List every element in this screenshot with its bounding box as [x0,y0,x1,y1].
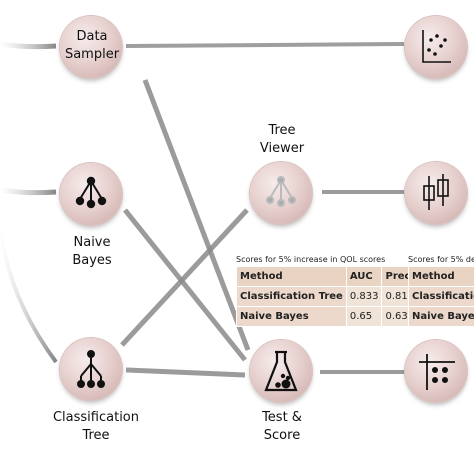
naive-bayes-node[interactable] [60,163,122,225]
row-method: Naive Bayes [237,307,346,326]
scatter-plot-icon [422,30,451,63]
scores-panel-qol-increase: Scores for 5% increase in QOL scores Met… [236,254,441,327]
row-auc: 0.833 [346,287,382,306]
link-data-sampler-test-score [142,79,251,351]
row-method: Naive Bayes [409,307,474,326]
classification-tree-label: Classification Tree [52,410,140,443]
row-auc: 0.65 [346,307,382,326]
scores-panel-qol-decrease: Scores for 5% de Method Classificatio Na… [408,254,474,327]
flask-icon [264,350,298,392]
test-score-label: Test & Score [262,410,302,443]
link-classification-tree-test-score [125,367,246,378]
tree-viewer-label: Tree Viewer [259,123,305,156]
data-sampler-node[interactable] [60,16,122,78]
scores-panel-caption: Scores for 5% de [408,255,474,264]
naive-bayes-label: Naive Bayes [72,235,112,268]
link-naive-bayes-test-score [123,208,247,362]
link-stub-data-sampler [0,41,57,50]
link-stub-naive-bayes [0,187,57,196]
link-data-sampler-scatter [125,42,405,48]
tree-viewer-icon [266,176,296,207]
table-header-row: Method [409,267,474,286]
test-score-node[interactable] [250,340,312,402]
confusion-matrix-node[interactable] [405,340,467,402]
classification-tree-node[interactable] [60,338,122,400]
row-method: Classificatio [409,287,474,306]
scores-panel-caption: Scores for 5% increase in QOL scores [236,255,386,264]
table-row: Naive Bayes [409,307,474,326]
header-method: Method [409,267,474,286]
confusion-matrix-icon [419,354,455,390]
header-method: Method [237,267,346,286]
scores-table: Method Classificatio Naive Bayes [408,266,474,327]
tree-viewer-node[interactable] [250,162,312,224]
data-sampler-label: Data Sampler [64,29,120,62]
row-method: Classification Tree [237,287,346,306]
box-plot-node[interactable] [405,162,467,224]
link-classification-tree-tree-viewer [120,208,249,347]
box-plot-icon [423,174,449,210]
table-row: Classificatio [409,287,474,306]
tree-icon [77,350,105,388]
scatter-plot-node[interactable] [405,16,467,78]
link-stub-classification-tree [0,229,58,364]
header-auc: AUC [346,267,382,286]
tree-icon [75,176,107,209]
